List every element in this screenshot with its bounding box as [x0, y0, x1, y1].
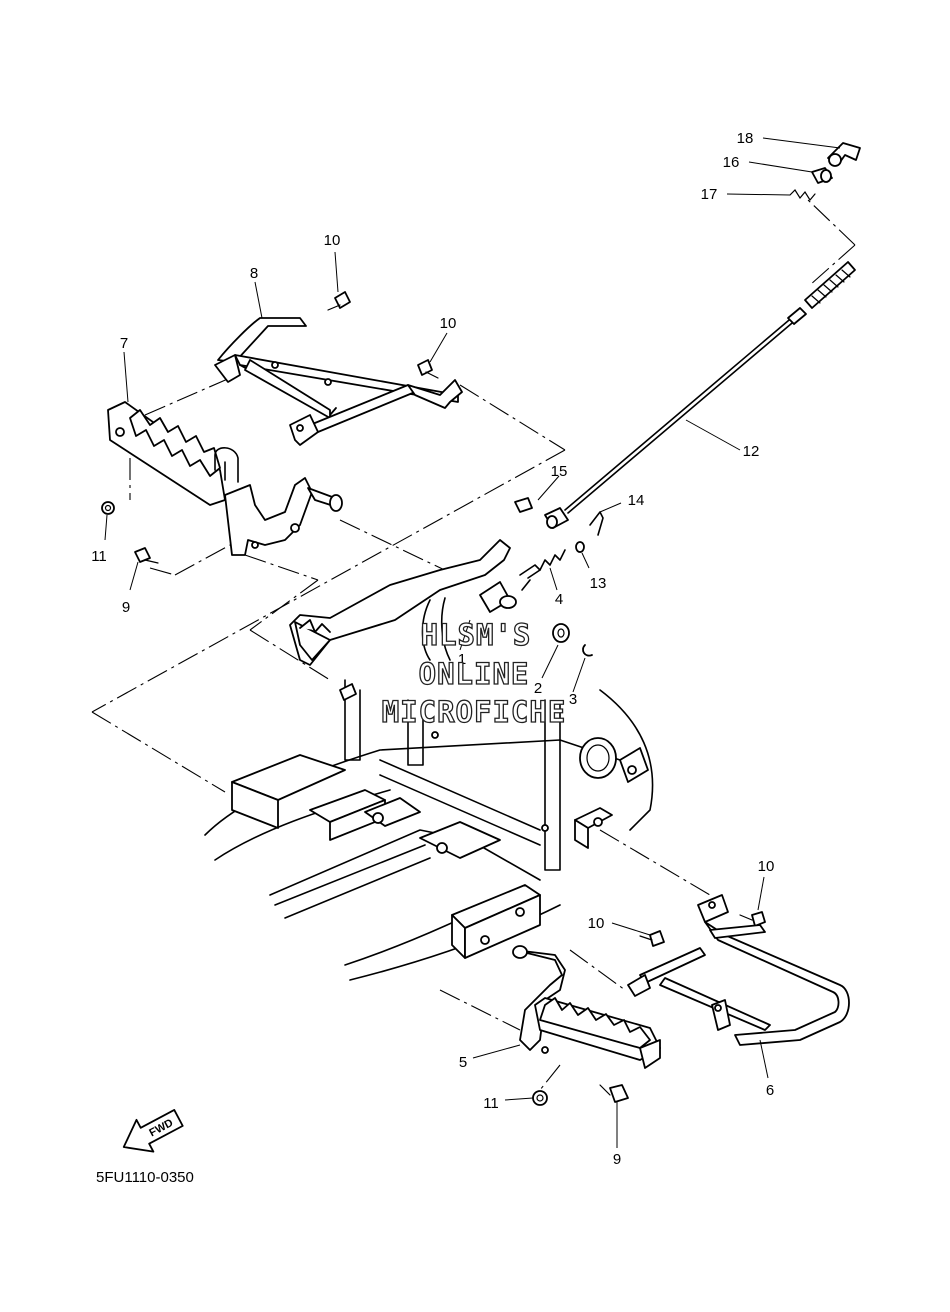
watermark-line-3: MICROFICHE — [382, 695, 567, 729]
diagram-code: 5FU1110-0350 — [96, 1169, 194, 1186]
callout-16: 16 — [723, 154, 740, 171]
callout-18: 18 — [737, 130, 754, 147]
callouts: 1 2 3 4 5 6 7 8 9 9 10 10 10 10 11 11 12… — [91, 130, 774, 1168]
adjuster-parts — [789, 142, 861, 202]
callout-15: 15 — [551, 463, 568, 480]
callout-9b: 9 — [613, 1151, 621, 1168]
callout-7: 7 — [120, 335, 128, 352]
callout-5: 5 — [459, 1054, 467, 1071]
callout-17: 17 — [701, 186, 718, 203]
brake-rod — [564, 261, 856, 514]
brake-small-parts — [514, 497, 604, 657]
callout-3: 3 — [569, 691, 577, 708]
callout-14: 14 — [628, 492, 645, 509]
callout-2: 2 — [534, 680, 542, 697]
right-footrest-bracket — [627, 894, 850, 1046]
fasteners — [101, 291, 766, 1106]
watermark-line-1: HLSM'S — [421, 618, 532, 652]
callout-10d: 10 — [588, 915, 605, 932]
callout-11: 11 — [91, 548, 107, 565]
brake-pedal — [289, 539, 517, 666]
left-footrest — [107, 401, 239, 506]
alignment-lines — [91, 199, 856, 1091]
left-bracket — [224, 477, 343, 556]
leader-lines — [104, 137, 841, 1148]
callout-11b: 11 — [483, 1095, 499, 1112]
callout-10c: 10 — [758, 858, 775, 875]
callout-8: 8 — [250, 265, 258, 282]
callout-9: 9 — [122, 599, 130, 616]
callout-10b: 10 — [440, 315, 457, 332]
watermark-line-2: ONLINE — [419, 657, 530, 691]
watermark: HLSM'S ONLINE MICROFICHE — [381, 617, 567, 729]
callout-13: 13 — [590, 575, 607, 592]
callout-12: 12 — [743, 443, 760, 460]
callout-4: 4 — [555, 591, 563, 608]
frame — [204, 679, 654, 981]
left-footrest-bracket — [214, 317, 463, 446]
callout-1: 1 — [458, 651, 466, 668]
fwd-arrow: FWD — [122, 1109, 184, 1153]
right-footrest — [512, 945, 661, 1069]
callout-6: 6 — [766, 1082, 774, 1099]
callout-10: 10 — [324, 232, 341, 249]
